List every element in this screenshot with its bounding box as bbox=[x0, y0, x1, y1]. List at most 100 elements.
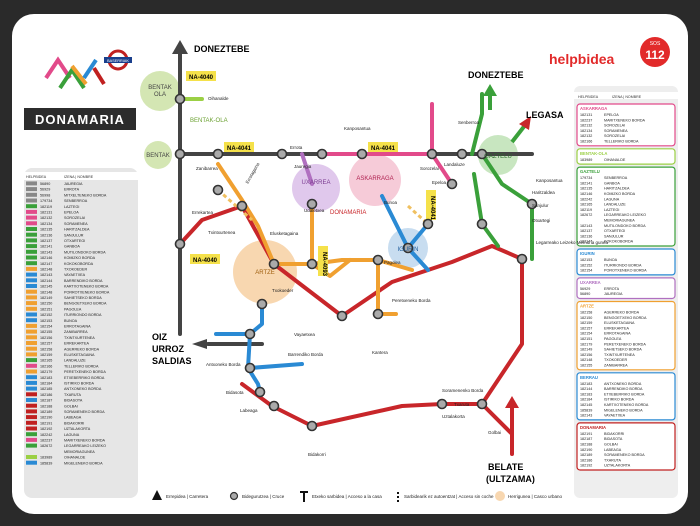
legend-group-code: 182145 bbox=[580, 403, 592, 407]
arrow-oiz-icon bbox=[192, 339, 207, 349]
legend-swatch bbox=[26, 306, 37, 311]
legend-name: SANJULUR bbox=[64, 233, 84, 237]
legend-group-title: BERRAU bbox=[580, 375, 598, 380]
area-uxarrea-name: UXARREA bbox=[301, 180, 330, 186]
legend-code: 182146 bbox=[40, 256, 52, 260]
village-icon bbox=[495, 491, 505, 501]
arrow-belate-icon bbox=[505, 396, 519, 408]
legend-code: 182179 bbox=[40, 370, 52, 374]
legend-swatch bbox=[26, 398, 37, 402]
bottom-legend: Errepidea | Carretera Bidegurutzea | Cru… bbox=[152, 490, 562, 502]
legend-name: LAZTEGI bbox=[64, 205, 79, 209]
legend-group-box bbox=[576, 148, 676, 165]
area-askarraga-name: ASKARRAGA bbox=[356, 176, 393, 182]
label-doneztebe-west: DONEZTEBE bbox=[194, 44, 250, 54]
legend-code: 182190 bbox=[40, 416, 52, 420]
legend-group-code: 182192 bbox=[580, 464, 592, 468]
legend-group-code: 182158 bbox=[580, 311, 592, 315]
legend-group-name: SANJULUR bbox=[604, 234, 624, 238]
legend-code: 182148 bbox=[40, 268, 52, 272]
place-udaletxea: Udaletxea bbox=[304, 208, 325, 213]
place-antxoneko: Antxoneko Borda bbox=[206, 362, 241, 367]
legend-name: LAGUNA bbox=[64, 433, 80, 437]
area-donamaria-name: DONAMARIA bbox=[330, 210, 366, 216]
legend-group-name: SORAMENEKO BORDA bbox=[604, 453, 645, 457]
legend-group-code: 182146 bbox=[580, 192, 592, 196]
legend-group-code: 182134 bbox=[580, 129, 592, 133]
arrow-doneztebe-w-icon bbox=[172, 40, 188, 54]
legend-name: SAHIETSEKO BORDA bbox=[64, 296, 102, 300]
legend-group-code: 182159 bbox=[580, 321, 592, 325]
legend-group-code: 182166 bbox=[580, 140, 592, 144]
legend-name: ERREKARTEA bbox=[64, 342, 89, 346]
legend-code: 182158 bbox=[40, 347, 52, 351]
legend-swatch bbox=[26, 312, 37, 317]
legend-code: 182187 bbox=[40, 399, 52, 403]
legend-swatch bbox=[26, 192, 37, 197]
area-gaztelu-name: GAZTELU bbox=[484, 154, 512, 160]
bottom-legend-nocar: Sarbidearik ez autoentzat | Acceso sin c… bbox=[404, 494, 494, 499]
place-kanposantua3: Kanposantua bbox=[536, 178, 563, 183]
legend-code: 182141 bbox=[40, 245, 52, 249]
right-header-code: HELPBIDEA bbox=[578, 95, 599, 99]
legend-name: ZANIBARREA bbox=[64, 330, 88, 334]
legend-swatch bbox=[26, 409, 37, 414]
legend-code: 182242 bbox=[40, 433, 52, 437]
legend-swatch bbox=[26, 363, 37, 368]
right-header-name: IZENA | NOMBRE bbox=[612, 95, 642, 99]
legend-header-code: HELPBIDEA bbox=[26, 175, 47, 179]
legend-code: 182189 bbox=[40, 410, 52, 414]
legend-group-name: MUTILONDOKO BORDA bbox=[604, 224, 646, 228]
legend-group-name: KOKOKOBORDA bbox=[604, 240, 634, 244]
legend-group-name: UZTALAKORTA bbox=[604, 464, 631, 468]
legend-group-code: 179734 bbox=[580, 176, 592, 180]
legend-group-name: KARTXOTENEKO BORDA bbox=[604, 403, 649, 407]
legend-group-code: 182156 bbox=[580, 353, 592, 357]
label-saldias: SALDIAS bbox=[152, 356, 192, 366]
place-legarreako: Legarreako Leizeko Memoria gunea bbox=[536, 240, 609, 245]
legend-swatch bbox=[26, 209, 37, 214]
legend-group-code: 182148 bbox=[580, 358, 592, 362]
legend-name: BIDASOTA bbox=[64, 399, 83, 403]
legend-group-name: GANBOA bbox=[604, 181, 620, 185]
legend-group-code: 182184 bbox=[580, 398, 592, 402]
legend-code: 182147 bbox=[40, 262, 52, 266]
legend-code: 182143 bbox=[40, 273, 52, 277]
place-zanibarrea: Zanibarrea bbox=[196, 166, 218, 171]
route-map: BASERRIAK DONAMARIA helpbidea SOS 112 HE… bbox=[24, 37, 678, 502]
place-epeloa: Epeloa bbox=[432, 180, 447, 185]
legend-group-name: SAHIETSEKO BORDA bbox=[604, 348, 642, 352]
legend-swatch bbox=[26, 432, 37, 437]
legend-group-box bbox=[576, 277, 676, 300]
legend-group-name: ERROTA bbox=[604, 287, 620, 291]
legend-swatch bbox=[26, 323, 37, 328]
legend-name: MITXELTENEKO BORDA bbox=[64, 193, 107, 197]
legend-swatch bbox=[26, 284, 37, 288]
legend-code: 182184 bbox=[40, 382, 52, 386]
legend-group-name: ZANIBARREA bbox=[604, 364, 628, 368]
legend-group-code: 182188 bbox=[580, 443, 592, 447]
legend-code: 182143 bbox=[40, 250, 52, 254]
crossing-icon bbox=[229, 491, 239, 501]
legend-group-box bbox=[576, 422, 676, 471]
legend-group-code: 182149 bbox=[580, 348, 592, 352]
area-artze-name: ARTZE bbox=[255, 270, 275, 276]
legend-group-name: ERREKARTEA bbox=[604, 326, 629, 330]
legend-group-box bbox=[576, 372, 676, 421]
legend-name: VAYAETXEA bbox=[64, 273, 86, 277]
legend-group-name: SOROZELAI bbox=[604, 134, 625, 138]
legend-group-code: 182143 bbox=[580, 224, 592, 228]
legend-group-code: 182151 bbox=[580, 337, 592, 341]
legend-group-name: LABEAGA bbox=[604, 448, 622, 452]
legend-group-name: AGERREKO BORDA bbox=[604, 311, 640, 315]
legend-group-title: ARTZE bbox=[580, 304, 594, 309]
legend-group-title: ASKARRAGA bbox=[580, 106, 607, 111]
legend-code: 182150 bbox=[40, 302, 52, 306]
exit-arrows bbox=[488, 94, 528, 454]
legend-group-code: 182189 bbox=[580, 453, 592, 457]
road-arrows bbox=[172, 40, 207, 349]
legend-group-code: 182144 bbox=[580, 387, 592, 391]
road-tags: NA-4040 NA-4041 NA-4041 NA-4040 NA-4093 … bbox=[186, 71, 436, 277]
legend-name: UZTALAKORTA bbox=[64, 427, 91, 431]
